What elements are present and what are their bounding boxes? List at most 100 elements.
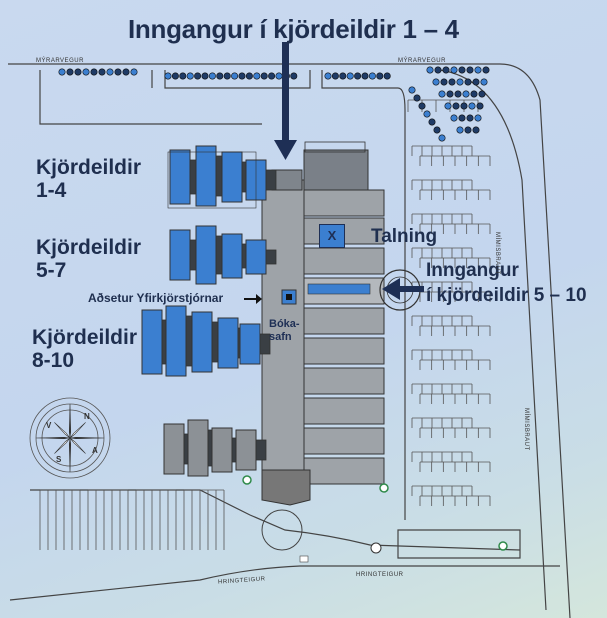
parking-row <box>419 291 491 302</box>
south-plaza <box>261 509 303 551</box>
parking-row <box>419 325 491 336</box>
tree-row-top-mid <box>245 72 253 80</box>
compass-ring <box>29 397 111 479</box>
tree-row-top-mid <box>208 72 216 80</box>
voting-block-1-4 <box>221 151 243 203</box>
counting-label: Talning <box>371 226 438 247</box>
building-wing <box>303 307 385 335</box>
compass-point <box>69 422 86 439</box>
building-gray-block-side <box>255 439 267 461</box>
tree-row-top-left <box>106 68 114 76</box>
tree-marker <box>498 541 508 551</box>
tree-row-top-right <box>376 72 384 80</box>
compass-south: S <box>56 455 62 464</box>
tree-cluster <box>444 102 452 110</box>
tree-cluster <box>442 66 450 74</box>
tree-row-diag <box>438 134 446 142</box>
tree-row-top-mid <box>216 72 224 80</box>
parking-row <box>419 495 491 506</box>
tree-cluster <box>432 78 440 86</box>
counting-room <box>307 283 371 295</box>
tree-row-top-right <box>346 72 354 80</box>
tree-row-top-mid <box>290 72 298 80</box>
compass-point <box>54 437 71 454</box>
tree-cluster <box>470 90 478 98</box>
tree-marker <box>242 475 252 485</box>
entrance-arrow-shaft <box>282 42 289 142</box>
building-gray-block <box>163 423 185 475</box>
bus-marker <box>299 555 309 563</box>
road-bottom-1 <box>30 489 521 551</box>
parking-strip-bottom <box>397 529 521 559</box>
entrance-south <box>261 469 311 506</box>
tree-row-top-right <box>361 72 369 80</box>
counting-marker: X <box>319 224 345 248</box>
tree-cluster <box>438 90 446 98</box>
tree-cluster <box>468 102 476 110</box>
voting-block-5-7 <box>221 233 243 279</box>
parking-row <box>411 247 473 258</box>
tree-row-top-left <box>98 68 106 76</box>
voting-block-5-7-side <box>265 249 277 265</box>
road-inner <box>151 70 406 520</box>
compass-point <box>68 437 72 473</box>
tree-cluster <box>460 102 468 110</box>
compass-north: N <box>84 412 90 421</box>
tree-cluster <box>466 114 474 122</box>
voting-group-1-4 <box>167 151 257 209</box>
tree-cluster <box>474 66 482 74</box>
tree-row-top-left <box>114 68 122 76</box>
street-myrarvegur-left: MÝRARVEGUR <box>36 58 84 64</box>
tree-cluster <box>456 126 464 134</box>
supervisor-office-label: Aðsetur Yfirkjörstjórnar <box>88 291 224 305</box>
tree-row-top-left <box>90 68 98 76</box>
tree-row-diag <box>428 118 436 126</box>
voting-block-5-7 <box>245 239 267 275</box>
parking-row <box>419 155 491 166</box>
street-hringteigur-right: HRINGTEIGUR <box>356 572 404 578</box>
supervisor-arrow <box>244 294 262 304</box>
building-gray-block <box>211 427 233 473</box>
parking-row <box>419 257 491 268</box>
tree-row-top-mid <box>194 72 202 80</box>
wing-top <box>303 149 369 191</box>
parking-row <box>411 383 473 394</box>
road-outer <box>8 63 571 618</box>
tree-row-top-mid <box>164 72 172 80</box>
tree-row-top-mid <box>260 72 268 80</box>
tree-cluster <box>440 78 448 86</box>
parking-row <box>419 461 491 472</box>
voting-block-1-4-side <box>265 169 277 191</box>
tree-row-diag <box>418 102 426 110</box>
compass-point <box>35 436 71 440</box>
parking-bay <box>183 489 225 550</box>
tree-row-top-right <box>331 72 339 80</box>
tree-row-diag <box>413 94 421 102</box>
voting-block-8-10 <box>239 323 261 365</box>
building-wing <box>303 337 385 365</box>
tree-cluster <box>450 66 458 74</box>
tree-cluster <box>464 126 472 134</box>
tree-row-top-left <box>122 68 130 76</box>
parking-bay <box>39 489 81 550</box>
parking-row <box>419 189 491 200</box>
street-minisbraut-lower: MÍMISBRAUT <box>523 408 529 451</box>
tree-row-top-mid <box>171 72 179 80</box>
voting-block-8-10 <box>217 317 239 369</box>
compass-point <box>68 403 72 439</box>
tree-row-top-right <box>339 72 347 80</box>
tree-cluster <box>466 66 474 74</box>
tree-cluster <box>462 90 470 98</box>
voting-block-8-10 <box>191 311 213 373</box>
tree-row-top-left <box>66 68 74 76</box>
fountain <box>370 542 382 554</box>
road-lot-top <box>39 70 262 125</box>
voting-block-1-4 <box>195 145 217 207</box>
voting-block-8-10 <box>165 305 187 377</box>
tree-row-diag <box>408 86 416 94</box>
tree-cluster <box>446 90 454 98</box>
tree-row-top-right <box>368 72 376 80</box>
